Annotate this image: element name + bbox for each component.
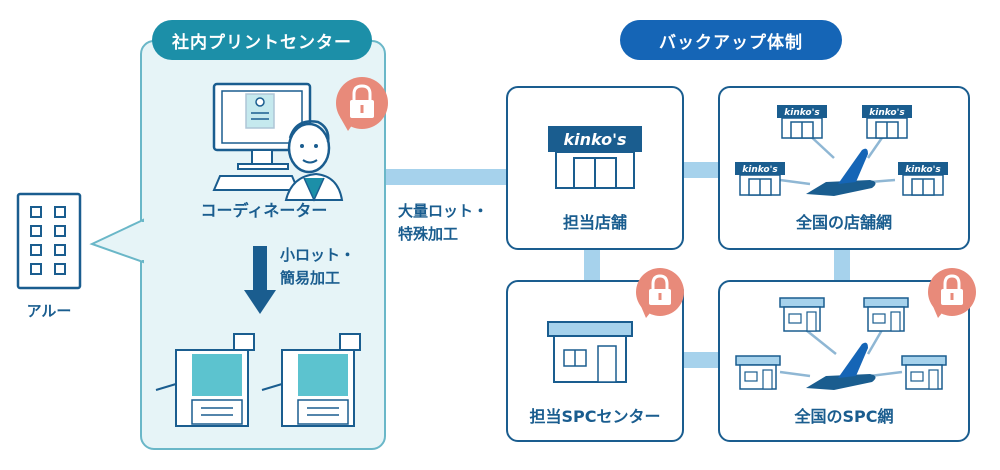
backup-title: バックアップ体制 <box>620 20 842 60</box>
connector-bottom <box>684 352 720 368</box>
spc-building-icon <box>779 297 825 332</box>
kinkos-store-icon: kinko's <box>777 105 827 139</box>
connection-label: 大量ロット・ 特殊加工 <box>398 200 488 245</box>
main-connector <box>386 169 508 185</box>
customer-label: アルー <box>26 302 72 320</box>
spc-building-icon <box>735 355 781 390</box>
flow-label: 小ロット・ 簡易加工 <box>280 244 355 289</box>
spc-building-icon <box>863 297 909 332</box>
kinkos-store-icon: kinko's <box>862 105 912 139</box>
flow-label-line1: 小ロット・ <box>280 246 356 264</box>
flow-label-line2: 簡易加工 <box>280 268 341 287</box>
svg-text:kinko's: kinko's <box>784 108 820 118</box>
svg-text:kinko's: kinko's <box>869 108 905 118</box>
box-label-assigned-store: 担当店舗 <box>562 213 627 232</box>
airplane-icon <box>806 342 876 390</box>
connector-left-vertical <box>584 250 600 282</box>
svg-text:kinko's: kinko's <box>742 165 778 175</box>
kinkos-store-icon: kinko's <box>898 162 948 196</box>
kinkos-store-icon: kinko's <box>735 162 785 196</box>
box-label-assigned-spc: 担当SPCセンター <box>529 407 661 426</box>
airplane-icon <box>806 148 876 196</box>
box-label-national-spc-network: 全国のSPC網 <box>794 407 894 426</box>
coordinator-label: コーディネーター <box>200 201 328 220</box>
connection-label-line2: 特殊加工 <box>398 224 459 243</box>
brand-name: kinko's <box>564 130 627 149</box>
spc-building-icon <box>901 355 947 390</box>
connector-right-vertical <box>834 250 850 282</box>
print-center-title: 社内プリントセンター <box>152 20 372 60</box>
connection-label-line1: 大量ロット・ <box>398 202 489 220</box>
box-label-national-store-network: 全国の店舗網 <box>795 213 892 232</box>
connector-top <box>684 162 720 178</box>
svg-text:kinko's: kinko's <box>905 165 941 175</box>
